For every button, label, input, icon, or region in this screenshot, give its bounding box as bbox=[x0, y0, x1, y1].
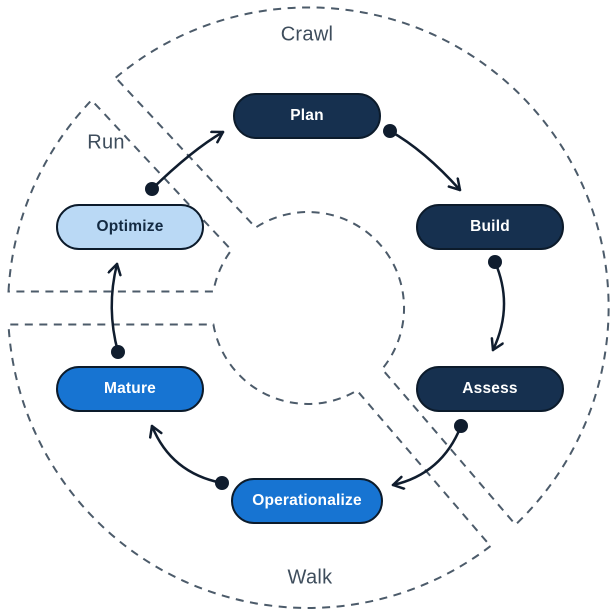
phase-label-walk: Walk bbox=[287, 566, 333, 589]
phase-label-run: Run bbox=[87, 131, 125, 154]
arrow-mature-to-optimize bbox=[112, 262, 118, 354]
arrow-assess-to-operationalize bbox=[391, 424, 463, 485]
arrow-dot-assess bbox=[454, 419, 468, 433]
arrow-plan-to-build bbox=[388, 129, 462, 192]
arrow-dot-plan bbox=[383, 124, 397, 138]
stage-node-plan: Plan bbox=[233, 93, 381, 139]
arrow-operationalize-to-mature bbox=[152, 424, 224, 485]
arrow-dot-build bbox=[488, 255, 502, 269]
phase-sector-outlines bbox=[7, 6, 610, 609]
run-sector-outline bbox=[7, 98, 233, 293]
stage-node-assess: Assess bbox=[416, 366, 564, 412]
walk-sector-outline bbox=[7, 323, 492, 609]
arrow-dot-mature bbox=[111, 345, 125, 359]
arrow-optimize-to-plan bbox=[150, 132, 225, 191]
cycle-arrows bbox=[112, 129, 506, 485]
phase-label-crawl: Crawl bbox=[280, 23, 334, 46]
arrow-build-to-assess bbox=[493, 260, 506, 352]
crawl-sector-outline bbox=[114, 6, 610, 527]
arrow-tail-dots bbox=[111, 124, 502, 490]
stage-node-mature: Mature bbox=[56, 366, 204, 412]
stage-node-operationalize: Operationalize bbox=[231, 478, 383, 524]
stage-node-build: Build bbox=[416, 204, 564, 250]
arrow-dot-operationalize bbox=[215, 476, 229, 490]
arrow-dot-optimize bbox=[145, 182, 159, 196]
stage-node-optimize: Optimize bbox=[56, 204, 204, 250]
